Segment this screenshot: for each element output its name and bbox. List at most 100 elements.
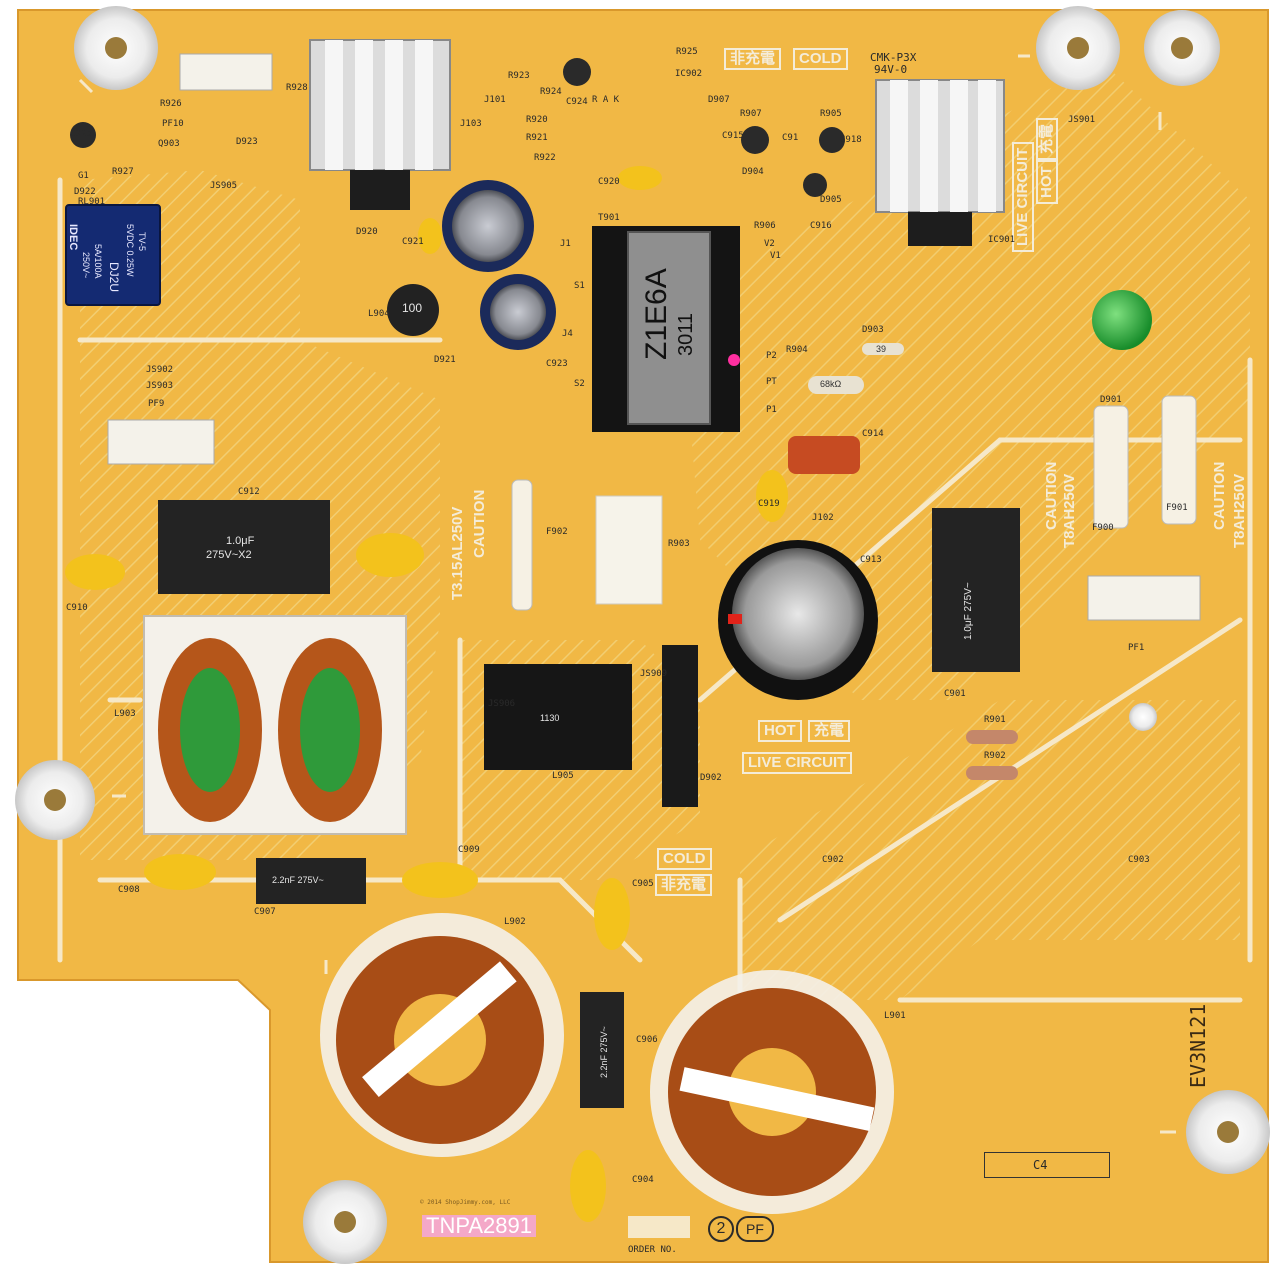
ref-pt: PT	[766, 377, 777, 387]
toroid-l901	[650, 970, 894, 1214]
hot-label-center: HOT	[758, 720, 802, 742]
ref-c921: C921	[402, 237, 424, 247]
ref-t901: T901	[598, 213, 620, 223]
ref-r922: R922	[534, 153, 556, 163]
relay-model: DJ2U	[107, 262, 121, 293]
ref-pf9: PF9	[148, 399, 165, 409]
relay-tv: TV-5	[137, 232, 147, 252]
ref-c918: C918	[840, 135, 862, 145]
capacitor-c901	[932, 508, 1020, 672]
led-d901	[1092, 290, 1152, 350]
ref-s1: S1	[574, 281, 585, 291]
stamp-code: EV3N121	[1186, 1003, 1210, 1088]
ref-f902: F902	[546, 527, 568, 537]
ref-c906: C906	[636, 1035, 658, 1045]
choke-l903	[143, 615, 407, 835]
ref-d922: D922	[74, 187, 96, 197]
ref-v1: V1	[770, 251, 781, 261]
inductor-l904	[387, 284, 439, 336]
ref-s2: S2	[574, 379, 585, 389]
ref-c919: C919	[758, 499, 780, 509]
fuse-f901-caution: CAUTION	[1211, 461, 1228, 530]
bridge-d902	[662, 645, 698, 807]
l905-value: 1130	[540, 713, 560, 723]
rating-mark: 94V-0	[874, 63, 908, 76]
c901-value: 1.0μF 275V~	[963, 582, 974, 640]
ref-c913: C913	[860, 555, 882, 565]
ref-r905: R905	[820, 109, 842, 119]
ref-js902: JS902	[146, 365, 174, 375]
ref-r928: R928	[286, 83, 308, 93]
revision-number: 2	[716, 1220, 726, 1237]
fuse-f902-rating: T3.15AL250V	[449, 506, 466, 600]
ref-r902: R902	[984, 751, 1006, 761]
ref-c901: C901	[944, 689, 966, 699]
ref-c902: C902	[822, 855, 844, 865]
ref-pf1: PF1	[1128, 643, 1145, 653]
ref-r904: R904	[786, 345, 808, 355]
ref-c923: C923	[546, 359, 568, 369]
ref-ic902: IC902	[675, 69, 703, 79]
hot-label-right: HOT	[1036, 160, 1058, 204]
ref-c916: C916	[810, 221, 832, 231]
mounting-standoffs	[15, 6, 1270, 1264]
hatched-zone-right	[680, 60, 1250, 700]
relay-voltage: 250V~	[81, 252, 91, 279]
ref-js901: JS901	[1068, 115, 1096, 125]
ref-q903: Q903	[158, 139, 180, 149]
ref-c904: C904	[632, 1175, 654, 1185]
hot-label-center-jp: 充電	[808, 720, 851, 742]
fuse-f900-caution: CAUTION	[1043, 461, 1060, 530]
transformer-t901	[592, 226, 740, 432]
heatsink-right	[875, 79, 1005, 246]
ref-c920: C920	[598, 177, 620, 187]
cold-label-bottom: COLD	[657, 848, 712, 870]
relay-rl901	[65, 204, 161, 306]
ref-c905: C905	[632, 879, 654, 889]
fuses	[511, 395, 1197, 611]
ref-c909: C909	[458, 845, 480, 855]
r904-value: 68kΩ	[820, 379, 842, 389]
ref-g1: G1	[78, 171, 89, 181]
axial-resistors	[808, 343, 1018, 780]
order-box	[628, 1216, 690, 1238]
revision-circle: 2	[708, 1216, 734, 1242]
transformer-lot: 3011	[675, 312, 697, 356]
ref-f900: F900	[1092, 523, 1114, 533]
ref-l904: L904	[368, 309, 390, 319]
transformer-code: Z1E6A	[640, 268, 673, 360]
corner-box: C4	[984, 1152, 1110, 1178]
ref-j4: J4	[562, 329, 573, 339]
ref-r920: R920	[526, 115, 548, 125]
ref-r927: R927	[112, 167, 134, 177]
ref-p2: P2	[766, 351, 777, 361]
ref-rl901: RL901	[78, 197, 106, 207]
ref-c91: C91	[782, 133, 799, 143]
ref-v2: V2	[764, 239, 775, 249]
ref-r907: R907	[740, 109, 762, 119]
fuse-f900-rating: T8AH250V	[1061, 473, 1078, 548]
ref-d905: D905	[820, 195, 842, 205]
ref-r925: R925	[676, 47, 698, 57]
connectors	[107, 53, 1201, 621]
ref-js903: JS903	[146, 381, 174, 391]
ref-c910: C910	[66, 603, 88, 613]
ref-js909: JS909	[640, 669, 668, 679]
relay-current: 5A/100A	[93, 244, 103, 279]
capacitor-c914	[788, 436, 860, 474]
suffix-circle: PF	[736, 1216, 774, 1242]
cold-label-top: COLD	[793, 48, 848, 70]
capacitor-c912	[158, 500, 330, 594]
c912-value: 1.0μF	[226, 535, 255, 547]
corner-arrows	[78, 54, 1176, 1134]
ref-c907: C907	[254, 907, 276, 917]
ref-c925: C925	[70, 129, 92, 139]
ref-d903: D903	[862, 325, 884, 335]
ref-d902: D902	[700, 773, 722, 783]
live-circuit-label-right: LIVE CIRCUIT	[1012, 141, 1034, 252]
ref-r901: R901	[984, 715, 1006, 725]
cold-label-bottom-jp: 非充電	[655, 874, 713, 896]
live-circuit-label-center: LIVE CIRCUIT	[742, 752, 853, 774]
